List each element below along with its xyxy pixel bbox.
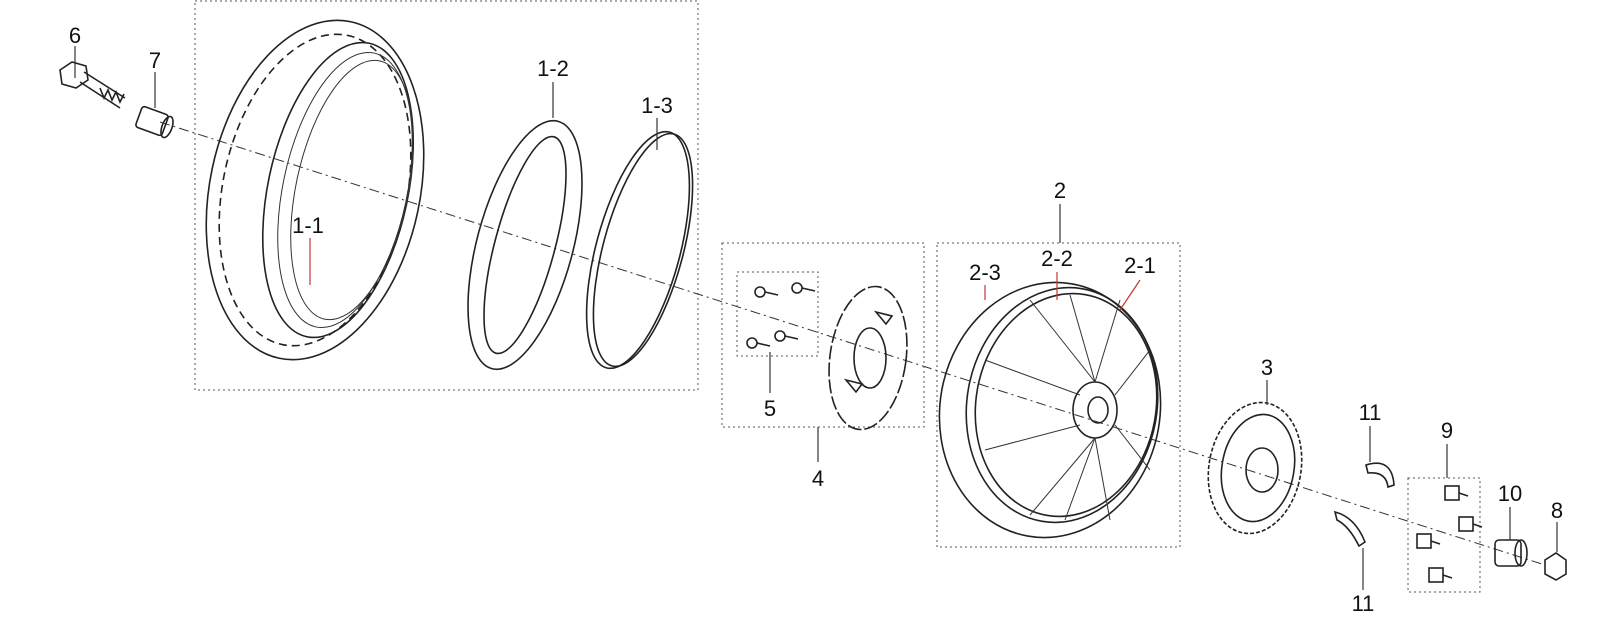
lock-plate-bottom [1333,510,1366,548]
disc-bolts [746,282,816,349]
rear-spacer [1494,539,1528,567]
spoked-wheel [938,281,1162,539]
callout-1-1: 1-1 [292,213,324,238]
sprocket-bolts [1416,485,1483,583]
spacer-collar [135,105,174,139]
callout-8: 8 [1551,498,1563,523]
callout-1-3: 1-3 [641,93,673,118]
wheel-group-box [936,242,1181,548]
callout-2-1: 2-1 [1124,253,1156,278]
callout-2-3: 2-3 [969,260,1001,285]
axle-nut [1544,552,1567,581]
sprocket-bolts-group-box [1407,477,1481,593]
callout-5: 5 [764,396,776,421]
rear-sprocket [1207,401,1303,535]
brake-disc-group-box [721,242,925,428]
callout-10: 10 [1498,481,1522,506]
brake-disc [828,285,908,431]
callout-2: 2 [1054,178,1066,203]
callout-6: 6 [69,23,81,48]
inner-tube [467,119,583,371]
callout-4: 4 [812,466,824,491]
callout-3: 3 [1261,355,1273,380]
axle-bolt [59,61,126,109]
callout-7: 7 [149,48,161,73]
lock-plate-top [1365,462,1395,489]
callout-2-2: 2-2 [1041,246,1073,271]
callout-11-bottom: 11 [1352,591,1375,616]
callout-9: 9 [1441,418,1453,443]
disc-bolts-group-box [736,271,819,357]
tire-group-box [194,0,699,391]
callout-11-top: 11 [1359,400,1382,425]
callout-1-2: 1-2 [537,56,569,81]
tire [205,19,425,361]
axle-centerline [159,121,1546,566]
rim-band [585,130,694,370]
